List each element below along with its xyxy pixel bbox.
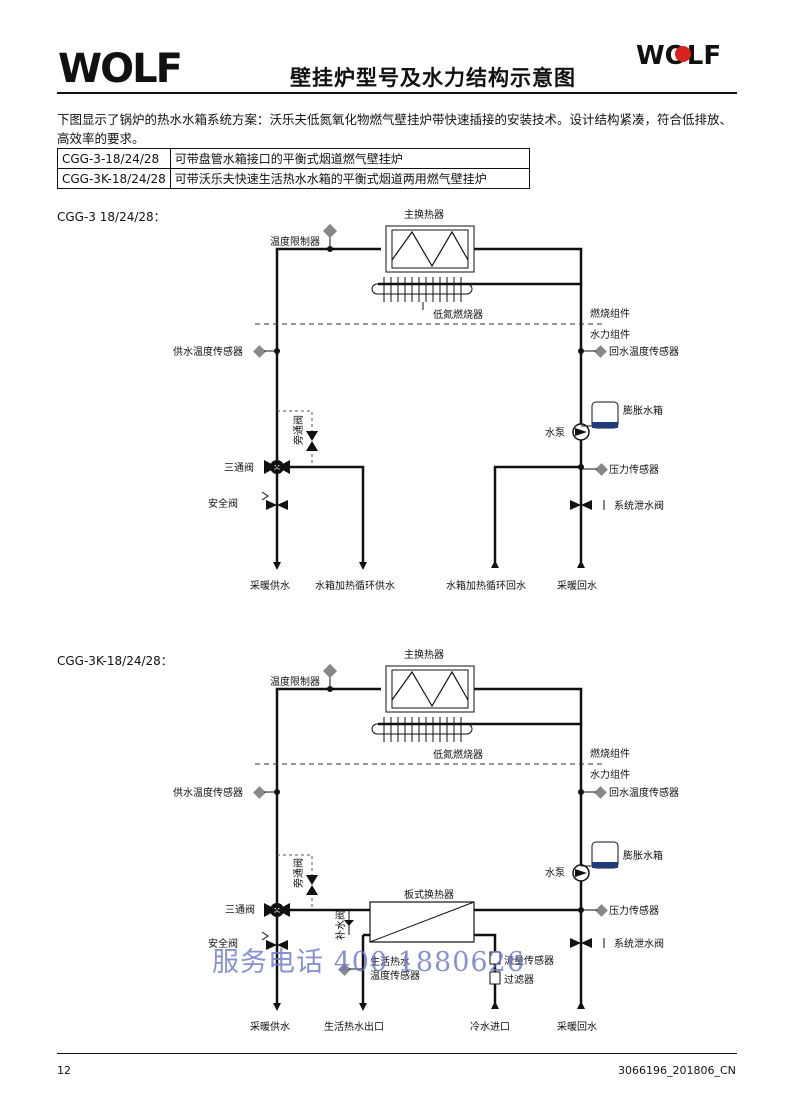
label-safety: 安全阀 [208, 937, 238, 950]
label-out-tank-supply: 水箱加热循环供水 [315, 579, 395, 592]
label-hydro-group: 水力组件 [590, 328, 630, 341]
label-temp-limiter: 温度限制器 [270, 675, 320, 688]
label-return-sensor: 回水温度传感器 [609, 345, 679, 358]
main-heat-exchanger [385, 665, 475, 713]
label-burn-group: 燃烧组件 [590, 747, 630, 760]
label-burn-group: 燃烧组件 [590, 307, 630, 320]
doc-code: 3066196_201806_CN [618, 1064, 736, 1077]
label-in-cold: 冷水进口 [470, 1020, 510, 1033]
label-out-heating-return: 采暖回水 [557, 579, 597, 592]
label-hydro-group: 水力组件 [590, 768, 630, 781]
wolf-logo: WOLF [58, 46, 183, 92]
intro-paragraph: 下图显示了锅炉的热水水箱系统方案：沃乐夫低氮氧化物燃气壁挂炉带快速插接的安装技术… [57, 112, 733, 146]
label-out-heating-return: 采暖回水 [557, 1020, 597, 1033]
label-filter: 过滤器 [504, 973, 534, 986]
label-out-dhw: 生活热水出口 [324, 1020, 384, 1033]
label-bypass: 旁通阀 [292, 415, 305, 445]
main-heat-exchanger [385, 225, 475, 273]
label-out-tank-return: 水箱加热循环回水 [446, 579, 526, 592]
label-main-hex: 主换热器 [404, 648, 444, 661]
model-cell: CGG-3K-18/24/28 [57, 168, 171, 189]
diagram1-label: CGG-3 18/24/28： [57, 210, 166, 224]
model-cell: CGG-3-18/24/28 [57, 148, 171, 169]
wolf-logo-small: WOLF [636, 40, 726, 74]
label-main-hex: 主换热器 [404, 208, 444, 221]
label-pump: 水泵 [545, 427, 565, 439]
page-title: 壁挂炉型号及水力结构示意图 [290, 66, 576, 90]
service-phone-watermark: 服务电话 400 1880626 [212, 947, 525, 978]
label-refill: 补水阀 [334, 910, 347, 940]
label-expansion: 膨胀水箱 [623, 404, 663, 417]
svg-text:M: M [274, 464, 280, 472]
label-dhw-sensor-2: 温度传感器 [370, 969, 420, 982]
header-divider [57, 92, 737, 94]
label-temp-limiter: 温度限制器 [270, 235, 320, 248]
label-out-heating-supply: 采暖供水 [250, 579, 290, 592]
diagram1-schematic: M 主换热器 温度限制器 低氮燃烧器 燃烧组件 水力组件 供水温度传感器 回水温… [173, 208, 679, 592]
page-number: 12 [57, 1064, 71, 1077]
label-drain: 系统泄水阀 [614, 937, 664, 950]
label-dhw-sensor-1: 生活热水 [370, 955, 410, 968]
label-bypass: 旁通阀 [292, 858, 305, 888]
diagram2-label: CGG-3K-18/24/28： [57, 654, 173, 668]
label-pressure: 压力传感器 [609, 904, 659, 917]
label-out-heating-supply: 采暖供水 [250, 1020, 290, 1033]
models-table: CGG-3-18/24/28 可带盘管水箱接口的平衡式烟道燃气壁挂炉 CGG-3… [57, 148, 530, 189]
label-drain: 系统泄水阀 [614, 499, 664, 512]
label-safety: 安全阀 [208, 497, 238, 510]
label-three-way: 三通阀 [225, 903, 255, 916]
label-expansion: 膨胀水箱 [623, 849, 663, 862]
plate-heat-exchanger [369, 901, 475, 943]
label-burner: 低氮燃烧器 [433, 748, 483, 761]
label-plate-hex: 板式换热器 [404, 888, 454, 901]
table-row: CGG-3-18/24/28 可带盘管水箱接口的平衡式烟道燃气壁挂炉 [57, 148, 530, 169]
burner-coil [371, 277, 473, 302]
model-desc-cell: 可带盘管水箱接口的平衡式烟道燃气壁挂炉 [169, 148, 530, 169]
label-supply-sensor: 供水温度传感器 [173, 786, 243, 799]
label-return-sensor: 回水温度传感器 [609, 786, 679, 799]
label-supply-sensor: 供水温度传感器 [173, 345, 243, 358]
label-flow-sensor: 流量传感器 [504, 954, 554, 967]
model-desc-cell: 可带沃乐夫快速生活热水水箱的平衡式烟道两用燃气壁挂炉 [169, 168, 530, 189]
label-pressure: 压力传感器 [609, 463, 659, 476]
diagram2-schematic: M 主换热器 温度限制器 低氮燃烧器 燃烧组件 水力组件 供水温度传感器 回水温… [173, 648, 679, 1033]
label-burner: 低氮燃烧器 [433, 308, 483, 321]
label-pump: 水泵 [545, 867, 565, 879]
footer-divider [57, 1053, 737, 1054]
label-three-way: 三通阀 [224, 461, 254, 474]
burner-coil [371, 717, 473, 742]
table-row: CGG-3K-18/24/28 可带沃乐夫快速生活热水水箱的平衡式烟道两用燃气壁… [57, 168, 530, 189]
svg-text:M: M [274, 907, 280, 915]
